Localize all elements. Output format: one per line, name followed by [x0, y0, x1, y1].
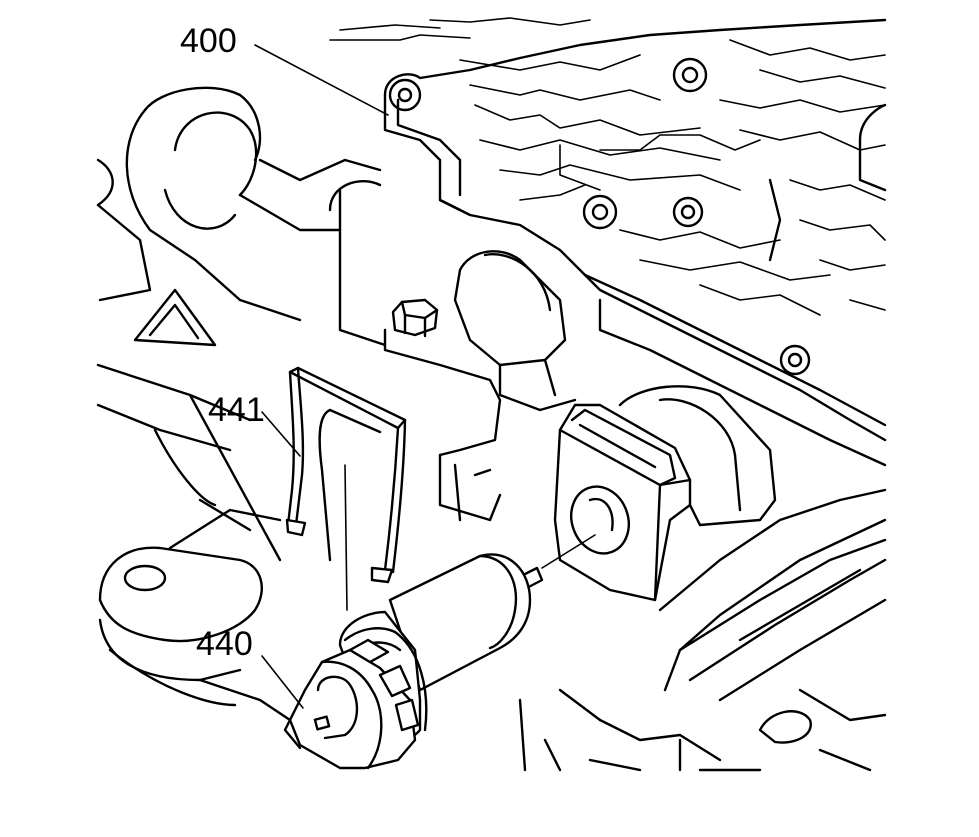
callout-400: 400: [180, 22, 237, 60]
callout-440: 440: [196, 625, 253, 663]
leader-lines: [254, 44, 596, 709]
valve-body: [329, 17, 887, 467]
transmission-case: [96, 86, 382, 722]
sensor-bore-housing: [553, 385, 777, 602]
retainer-clip: [285, 366, 407, 584]
sensor-mount-boss: [338, 188, 577, 522]
callout-441: 441: [208, 391, 265, 429]
lower-case-section: [518, 488, 887, 772]
speed-sensor: [283, 553, 544, 770]
